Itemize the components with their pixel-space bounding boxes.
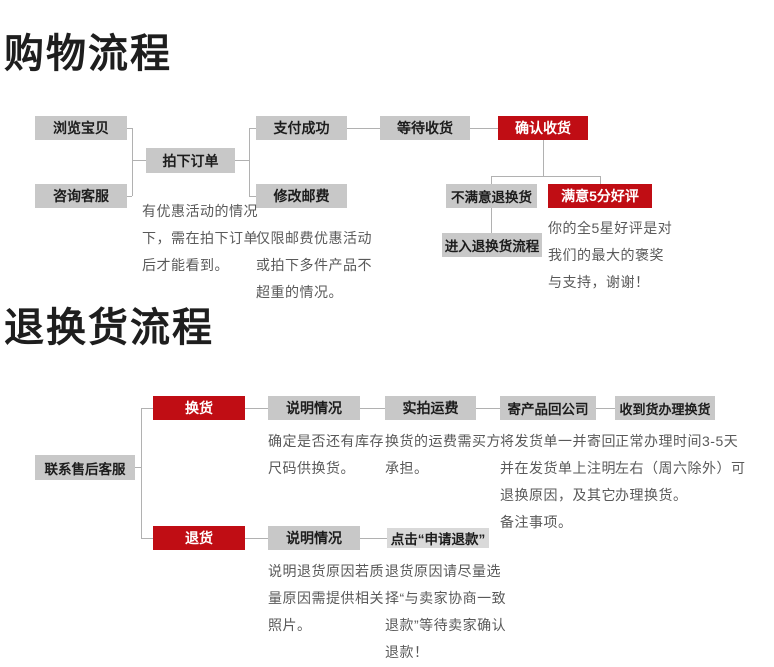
note-postage-condition: 仅限邮费优惠活动或拍下多件产品不超重的情况。 (256, 230, 372, 300)
connector-line (132, 160, 146, 161)
flow-node-click-apply-refund: 点击“申请退款” (387, 528, 489, 548)
connector-line (141, 538, 153, 539)
connector-line (596, 408, 615, 409)
flow-node-browse-items: 浏览宝贝 (35, 116, 127, 140)
flow-node-satisfied-praise: 满意5分好评 (548, 184, 652, 208)
connector-line (600, 176, 601, 184)
flow-node-confirm-receive: 确认收货 (498, 116, 588, 140)
connector-line (360, 408, 385, 409)
flow-node-pay-success: 支付成功 (256, 116, 347, 140)
flow-node-explain-exchange: 说明情况 (268, 396, 360, 420)
flow-node-exchange: 换货 (153, 396, 245, 420)
connector-line (543, 140, 544, 176)
note-refund-choice: 退货原因请尽量选择“与卖家协商一致退款”等待卖家确认退款！ (385, 563, 507, 660)
connector-line (360, 538, 387, 539)
note-send-back-detail: 将发货单一并寄回并在发货单上注明退换原因，及其它备注事项。 (500, 433, 616, 530)
connector-line (127, 128, 132, 129)
flow-node-freight: 实拍运费 (385, 396, 476, 420)
flow-node-place-order: 拍下订单 (146, 148, 235, 173)
flow-node-send-back: 寄产品回公司 (500, 396, 596, 420)
flow-node-enter-return-flow: 进入退换货流程 (442, 233, 542, 257)
return-flow-title: 退换货流程 (4, 306, 214, 350)
connector-line (476, 408, 500, 409)
connector-line (249, 196, 256, 197)
connector-line (141, 408, 153, 409)
connector-line (249, 128, 250, 196)
note-five-star-praise: 你的全5星好评是对我们的最大的褒奖与支持，谢谢！ (548, 220, 673, 290)
connector-line (127, 196, 132, 197)
connector-line (347, 128, 380, 129)
flow-node-unsatisfied-return: 不满意退换货 (446, 184, 537, 208)
connector-line (132, 128, 133, 196)
note-handle-time: 正常办理时间3-5天左右（周六除外）可办理换货。 (615, 433, 746, 503)
flow-node-wait-receive: 等待收货 (380, 116, 470, 140)
flow-node-handle-exchange: 收到货办理换货 (615, 396, 715, 420)
connector-line (249, 128, 256, 129)
flow-node-consult-service: 咨询客服 (35, 184, 127, 208)
flow-node-contact-aftersales: 联系售后客服 (35, 455, 135, 480)
note-freight-buyer: 换货的运费需买方承担。 (385, 433, 501, 476)
connector-line (470, 128, 498, 129)
flow-node-modify-postage: 修改邮费 (256, 184, 347, 208)
connector-line (235, 160, 249, 161)
note-order-promo: 有优惠活动的情况下，需在拍下订单后才能看到。 (142, 203, 258, 273)
flow-node-return: 退货 (153, 526, 245, 550)
connector-line (491, 176, 492, 184)
connector-line (491, 208, 492, 233)
connector-line (245, 538, 268, 539)
flow-node-explain-return: 说明情况 (268, 526, 360, 550)
connector-line (491, 176, 601, 177)
note-stock-check: 确定是否还有库存尺码供换货。 (268, 433, 384, 476)
connector-line (141, 408, 142, 538)
connector-line (245, 408, 268, 409)
shopping-flow-title: 购物流程 (4, 32, 172, 76)
connector-line (135, 467, 141, 468)
note-return-reason: 说明退货原因若质量原因需提供相关照片。 (268, 563, 384, 633)
